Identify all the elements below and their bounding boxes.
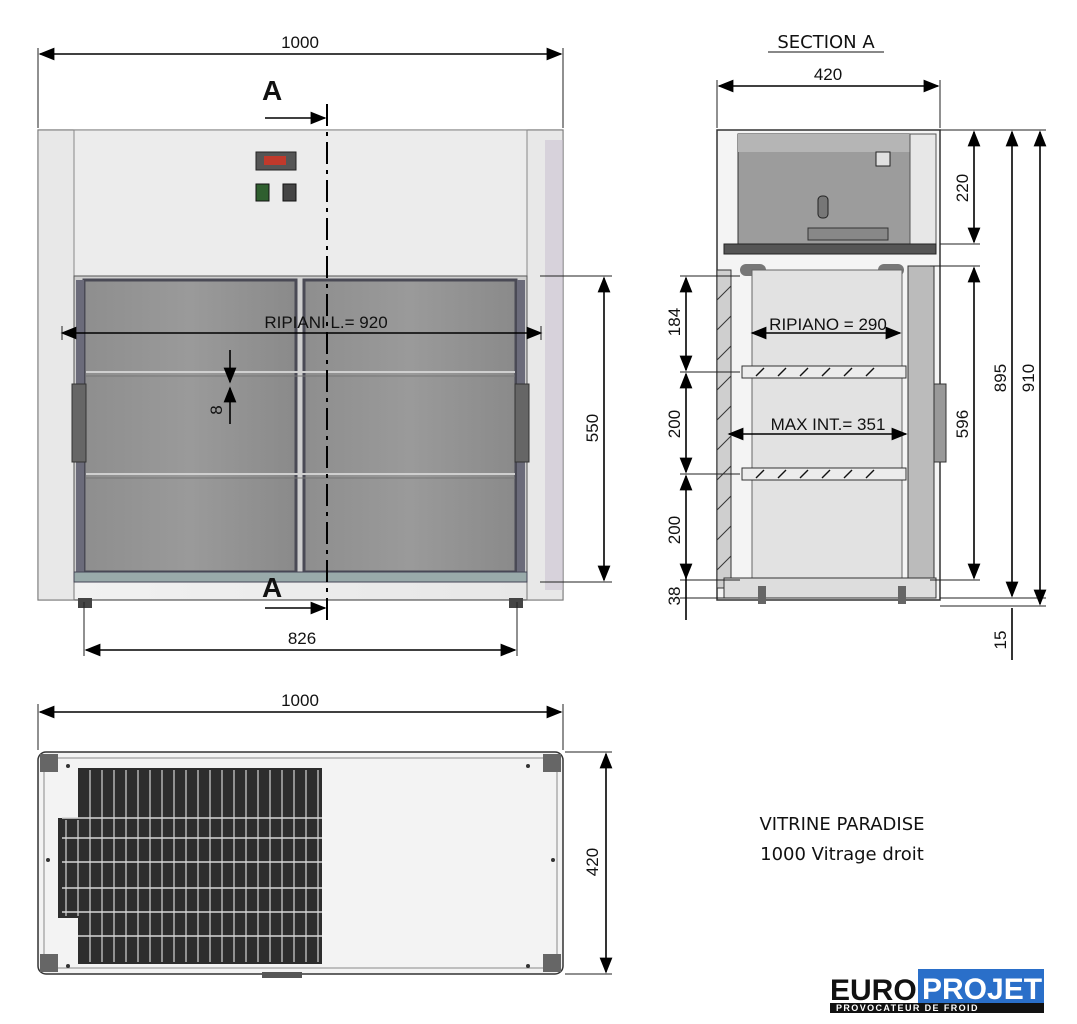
section-maxint-label: MAX INT.= 351 xyxy=(771,415,886,434)
section-220-label: 220 xyxy=(953,174,972,202)
section-910-label: 910 xyxy=(1019,364,1038,392)
top-view: 1000 xyxy=(37,691,613,978)
section-200a-label: 200 xyxy=(665,410,684,438)
top-depth-label: 420 xyxy=(583,848,602,876)
europrojet-logo: EURO PROJET PROVOCATEUR DE FROID xyxy=(830,969,1044,1013)
logo-projet: PROJET xyxy=(922,973,1042,1006)
switch-black xyxy=(282,183,297,202)
section-width-label: 420 xyxy=(814,65,842,84)
shelf-gap-label: 8 xyxy=(207,405,226,414)
switch-green xyxy=(255,183,270,202)
shelf-width-label: RIPIANI L.= 920 xyxy=(264,313,387,332)
section-38-label: 38 xyxy=(665,587,684,606)
feet-width-label: 826 xyxy=(288,629,316,648)
section-200b-label: 200 xyxy=(665,516,684,544)
section-title: SECTION A xyxy=(777,32,875,53)
section-596-label: 596 xyxy=(953,410,972,438)
vent-grille xyxy=(58,768,322,964)
front-width-label: 1000 xyxy=(281,33,319,52)
section-view: SECTION A 420 xyxy=(665,32,1047,660)
section-marker-top: A xyxy=(262,75,282,106)
front-height-label: 550 xyxy=(583,414,602,442)
logo-euro: EURO xyxy=(830,974,917,1007)
section-shelf-label: RIPIANO = 290 xyxy=(769,315,887,334)
logo-tagline: PROVOCATEUR DE FROID xyxy=(836,1003,979,1013)
section-895-label: 895 xyxy=(991,364,1010,392)
caption-line-1: VITRINE PARADISE xyxy=(759,814,924,835)
front-view: 1000 A A xyxy=(37,33,612,657)
top-width-label: 1000 xyxy=(281,691,319,710)
section-184-label: 184 xyxy=(665,308,684,336)
section-marker-bottom: A xyxy=(262,572,282,603)
section-15-label: 15 xyxy=(991,631,1010,650)
caption-line-2: 1000 Vitrage droit xyxy=(760,844,924,865)
